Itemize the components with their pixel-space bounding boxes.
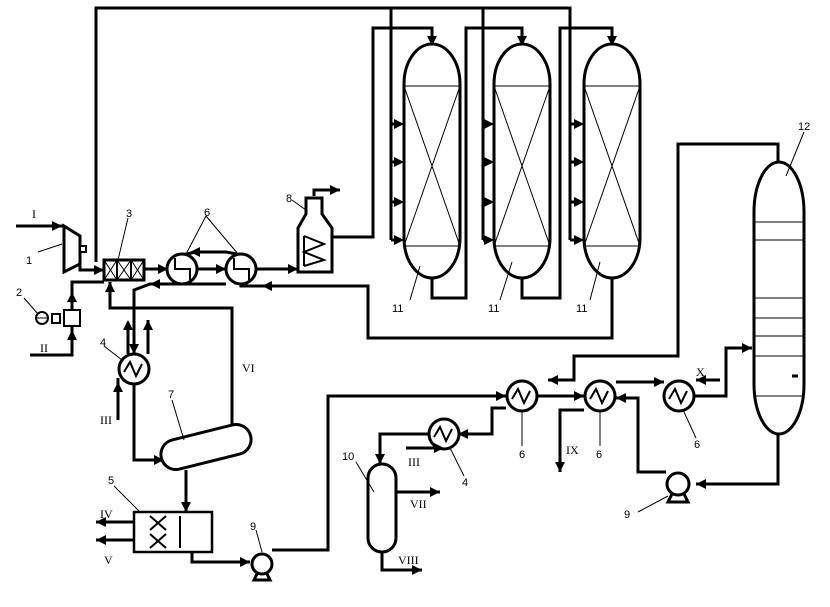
he6c-to-column-line <box>694 346 752 398</box>
label-2: 2 <box>16 287 22 299</box>
heat-exchanger-icon <box>224 252 258 286</box>
drum-icon <box>366 462 398 554</box>
reactor-3-effluent-line <box>262 278 614 340</box>
reactor-icon <box>492 42 552 280</box>
feed-reactor-2 <box>452 26 524 300</box>
label-9a: 9 <box>250 521 256 533</box>
separator-icon <box>159 423 253 471</box>
stream-IX: IX <box>566 443 579 457</box>
furnace-icon <box>296 196 334 274</box>
static-mixer-icon <box>102 258 146 282</box>
compressor-icon <box>62 223 87 275</box>
stream-VII: VII <box>410 497 427 511</box>
flow-arrows <box>52 36 752 575</box>
pump-9-discharge-line <box>272 394 506 552</box>
label-9b: 9 <box>624 509 630 521</box>
reactor-icon <box>402 42 462 280</box>
feed-reactor-1 <box>332 26 434 239</box>
label-1: 1 <box>26 255 32 267</box>
heat-exchanger-icon <box>583 379 617 413</box>
stream-VIII-line <box>380 552 422 572</box>
feed-reactor-3 <box>542 26 614 300</box>
reactor-icon <box>582 42 642 280</box>
label-7: 7 <box>168 389 174 401</box>
stream-I: I <box>32 207 36 221</box>
scrubber-to-pump-line <box>190 552 250 564</box>
motor-icon <box>35 309 81 327</box>
scrubber-icon <box>132 510 214 554</box>
label-6c: 6 <box>596 449 602 461</box>
feed-II-line <box>30 326 74 357</box>
cooler-icon <box>427 417 461 451</box>
reactor-1-bottom-line <box>430 278 452 300</box>
label-12: 12 <box>798 121 810 133</box>
label-4b: 4 <box>462 477 468 489</box>
label-11c: 11 <box>576 303 587 315</box>
label-6b: 6 <box>519 449 525 461</box>
to-cooler-4b-line <box>458 406 506 436</box>
label-5: 5 <box>108 475 114 487</box>
pump-2-line <box>70 280 104 310</box>
stream-IV: IV <box>100 507 113 521</box>
stream-V: V <box>104 553 113 567</box>
label-4a: 4 <box>100 337 106 349</box>
equipment <box>35 42 806 582</box>
label-8: 8 <box>286 193 292 205</box>
stream-III-left: III <box>100 413 112 427</box>
exchanger-top-link <box>181 250 243 257</box>
heat-exchanger-icon <box>165 252 199 286</box>
equipment-numbers: 1 2 3 6 8 4 7 5 9 10 11 11 11 12 4 6 6 6… <box>16 121 810 533</box>
label-10: 10 <box>342 451 354 463</box>
stream-II: II <box>40 341 48 355</box>
stream-VI: VI <box>242 361 255 375</box>
label-11b: 11 <box>488 303 499 315</box>
column-bottom-line <box>696 432 780 486</box>
column-overhead-line <box>548 142 780 382</box>
pump-9b-discharge-line <box>616 396 666 474</box>
label-3: 3 <box>126 208 132 220</box>
label-6d: 6 <box>694 439 700 451</box>
stream-VIII: VIII <box>398 553 419 567</box>
cooler-icon <box>117 352 151 386</box>
pump-icon <box>665 471 691 504</box>
pump-icon <box>250 552 274 582</box>
stream-X: X <box>696 365 705 379</box>
heat-exchanger-icon <box>505 379 539 413</box>
distillation-column-icon <box>752 160 806 436</box>
heat-exchanger-icon <box>662 379 696 413</box>
stream-labels: I II III IV V VI VII VIII III IX X <box>32 207 705 567</box>
separator-gas-recycle-line <box>108 282 234 432</box>
stream-III-right: III <box>408 455 420 469</box>
reactor-2-bottom-line <box>520 278 542 300</box>
label-6a: 6 <box>204 207 210 219</box>
cooler-to-separator-line <box>132 384 164 462</box>
stream-IX-line <box>558 408 584 472</box>
label-11a: 11 <box>392 303 403 315</box>
leader-lines <box>23 131 805 553</box>
